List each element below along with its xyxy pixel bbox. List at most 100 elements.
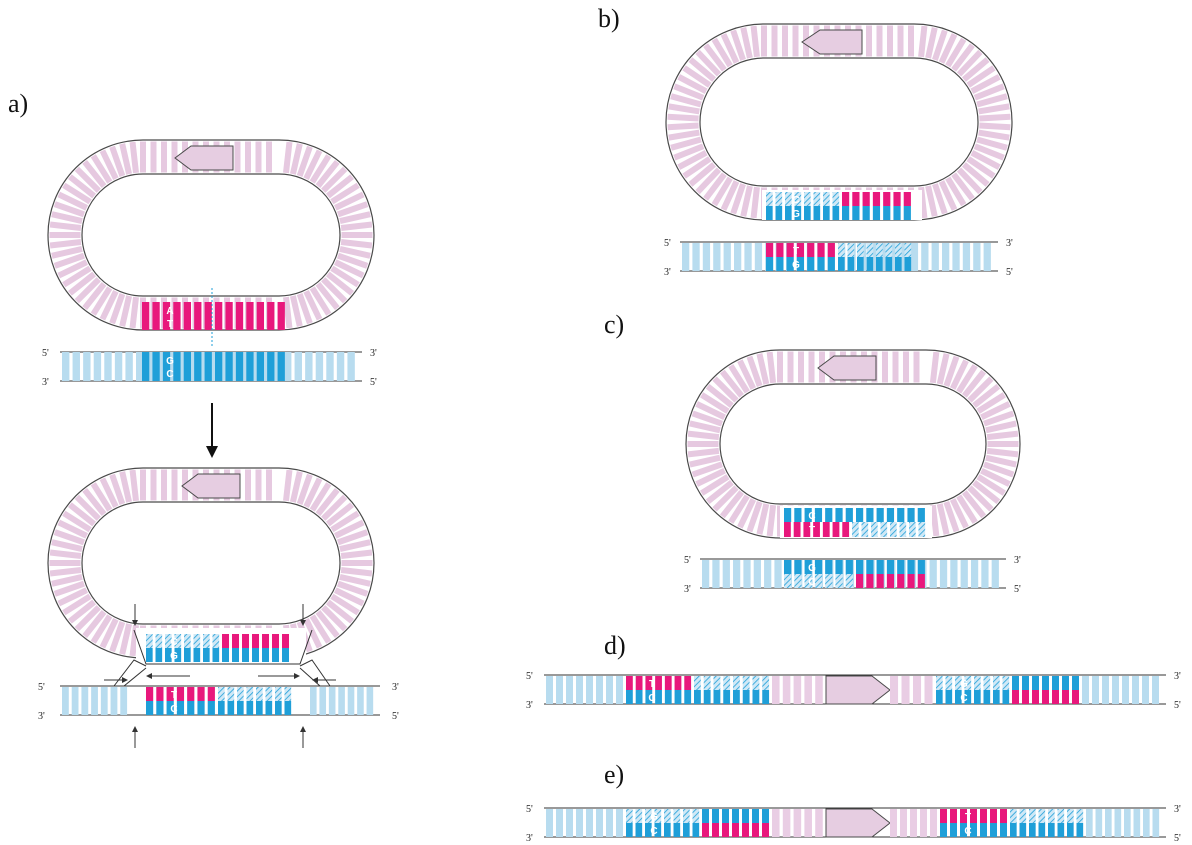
svg-text:5': 5'	[370, 377, 377, 388]
base-bar	[856, 560, 864, 574]
base-bar	[766, 192, 773, 206]
base-bar	[556, 676, 563, 704]
base-bar	[990, 809, 997, 823]
base-bar	[883, 206, 891, 220]
base-bar	[315, 352, 324, 381]
base-bar	[227, 687, 235, 701]
svg-text:3': 3'	[42, 377, 49, 388]
svg-text:T: T	[171, 690, 177, 701]
plasmid-stripe	[68, 599, 97, 624]
base-pair-block	[890, 676, 933, 704]
base-bar	[682, 243, 690, 271]
base-pair-block	[1010, 823, 1084, 837]
base-bar	[1133, 809, 1141, 837]
svg-text:3': 3'	[1174, 671, 1181, 682]
gene-arrow-d	[825, 675, 891, 705]
plasmid-stripe	[283, 141, 293, 174]
base-bar	[910, 809, 917, 837]
base-bar	[235, 352, 244, 381]
base-bar	[872, 192, 881, 206]
plasmid-stripe	[51, 573, 83, 587]
base-bar	[104, 352, 112, 381]
panel-a-label: a)	[8, 89, 28, 118]
base-bar	[197, 687, 205, 701]
base-bar	[857, 243, 864, 257]
base-bar	[1042, 690, 1049, 704]
plasmid-stripe	[973, 83, 1005, 101]
base-bar	[1010, 823, 1017, 837]
base-bar	[762, 823, 769, 837]
base-bar	[804, 560, 812, 574]
plasmid-stripe	[938, 180, 958, 211]
svg-text:T: T	[649, 679, 655, 690]
base-pair-block	[694, 676, 770, 690]
base-bar	[1002, 676, 1010, 690]
base-bar	[336, 352, 345, 381]
plasmid-stripe	[980, 401, 1011, 421]
plasmid-stripe	[985, 454, 1017, 468]
plasmid-stripe	[670, 93, 702, 108]
plasmid-stripe	[339, 573, 371, 587]
base-bar	[645, 823, 652, 837]
dna-a2: T C 5' 3' 3' 5'	[38, 682, 399, 722]
plasmid-stripe	[309, 286, 332, 316]
plasmid-stripe	[303, 618, 323, 649]
plasmid-stripe	[705, 479, 734, 505]
base-bar	[218, 687, 225, 701]
base-bar	[546, 809, 553, 837]
base-bar	[900, 809, 907, 837]
base-bar	[832, 192, 840, 206]
base-pair-block	[766, 192, 840, 206]
base-bar	[174, 648, 182, 662]
base-bar	[664, 690, 672, 704]
base-bar	[232, 634, 239, 648]
base-bar	[1012, 676, 1019, 690]
plasmid-stripe	[296, 473, 313, 505]
base-pair-block	[222, 634, 289, 648]
base-bar	[722, 809, 729, 823]
base-bar	[1062, 690, 1069, 704]
plasmid-stripe	[325, 502, 354, 527]
base-bar	[742, 823, 749, 837]
base-bar	[338, 687, 345, 715]
base-bar	[782, 676, 791, 704]
plasmid-stripe	[119, 471, 133, 503]
plasmid-stripe	[334, 519, 365, 539]
base-bar	[237, 687, 244, 701]
base-bar	[712, 809, 719, 823]
plasmid-stripe	[289, 295, 303, 327]
base-bar	[835, 560, 843, 574]
base-bar	[212, 634, 220, 648]
base-bar	[835, 574, 843, 588]
base-bar	[762, 690, 770, 704]
base-pair-block	[218, 687, 292, 701]
plasmid-stripe	[99, 290, 119, 321]
base-bar	[936, 676, 943, 690]
base-bar	[1122, 676, 1129, 704]
base-bar	[1038, 809, 1046, 823]
plasmid-stripe	[943, 501, 960, 533]
base-bar	[1057, 823, 1065, 837]
plasmid-stripe	[119, 143, 133, 175]
base-bar	[566, 676, 573, 704]
plasmid-stripe	[700, 392, 730, 414]
base-bar	[822, 522, 830, 537]
plasmid-stripe	[57, 191, 88, 211]
plasmid-stripe	[90, 286, 113, 316]
base-bar	[907, 574, 915, 588]
base-bar	[156, 687, 164, 701]
base-bar	[576, 809, 583, 837]
base-bar	[893, 192, 901, 206]
plasmid-stripe	[932, 183, 948, 215]
base-bar	[1042, 676, 1049, 690]
base-bar	[814, 560, 823, 574]
plasmid-stripe	[929, 504, 940, 537]
base-bar	[950, 560, 958, 588]
plasmid-stripe	[340, 549, 373, 559]
base-pair-block	[772, 676, 823, 704]
plasmid-stripe	[129, 141, 139, 174]
base-bar	[203, 634, 210, 648]
plasmid-stripe	[932, 29, 948, 61]
plasmid-stripe	[703, 43, 727, 72]
